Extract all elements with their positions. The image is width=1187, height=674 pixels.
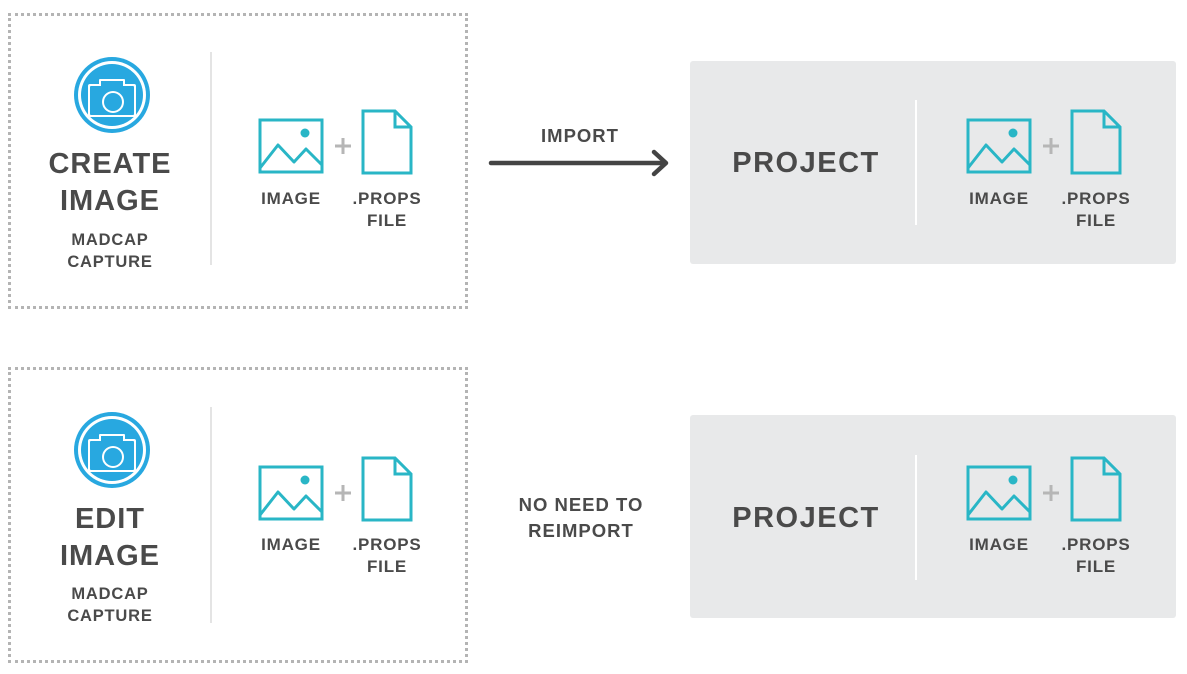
plus-icon xyxy=(1043,485,1059,501)
props-label-line2: FILE xyxy=(366,211,408,230)
image-label: IMAGE xyxy=(261,535,321,554)
image-file-icon xyxy=(258,118,324,174)
app-name-line2: CAPTURE xyxy=(67,253,153,271)
project-panel xyxy=(690,415,1176,618)
props-file-label: .PROPS FILE xyxy=(342,534,432,578)
project-divider xyxy=(915,100,917,225)
connector-line1: IMPORT xyxy=(541,125,619,146)
props-file-icon xyxy=(361,109,413,175)
import-label: IMPORT xyxy=(500,123,660,149)
props-label-line1: .PROPS xyxy=(1061,535,1131,554)
props-file-label: .PROPS FILE xyxy=(1051,188,1141,232)
app-name-line2: CAPTURE xyxy=(67,607,153,625)
props-file-icon xyxy=(1070,456,1122,522)
image-file-icon xyxy=(966,465,1032,521)
capture-action-line1: EDIT xyxy=(74,503,146,535)
capture-action-line1: CREATE xyxy=(48,148,172,180)
camera-icon xyxy=(74,57,150,133)
image-file-icon xyxy=(966,118,1032,174)
project-panel xyxy=(690,61,1176,264)
props-file-icon xyxy=(361,456,413,522)
props-label-line2: FILE xyxy=(1075,211,1117,230)
project-title: PROJECT xyxy=(732,147,880,179)
app-name-line1: MADCAP xyxy=(71,231,149,249)
capture-panel-edit xyxy=(8,367,468,663)
props-label-line2: FILE xyxy=(366,557,408,576)
capture-action-line2: IMAGE xyxy=(59,185,161,217)
image-label: IMAGE xyxy=(969,535,1029,554)
props-label-line1: .PROPS xyxy=(352,189,422,208)
props-label-line1: .PROPS xyxy=(1061,189,1131,208)
connector-line2: REIMPORT xyxy=(528,520,634,541)
capture-action-title: EDIT IMAGE xyxy=(30,501,190,575)
arrow-right-icon xyxy=(488,149,669,177)
project-title: PROJECT xyxy=(732,502,880,534)
image-label: IMAGE xyxy=(969,189,1029,208)
camera-icon xyxy=(74,412,150,488)
no-reimport-label: NO NEED TO REIMPORT xyxy=(491,492,671,544)
capture-divider xyxy=(210,52,212,265)
plus-icon xyxy=(1043,138,1059,154)
props-label-line2: FILE xyxy=(1075,557,1117,576)
capture-app-name: MADCAP CAPTURE xyxy=(30,583,190,627)
capture-action-title: CREATE IMAGE xyxy=(30,146,190,220)
app-name-line1: MADCAP xyxy=(71,585,149,603)
capture-divider xyxy=(210,407,212,623)
props-file-label: .PROPS FILE xyxy=(1051,534,1141,578)
props-label-line1: .PROPS xyxy=(352,535,422,554)
plus-icon xyxy=(335,138,351,154)
project-divider xyxy=(915,455,917,580)
capture-panel-create xyxy=(8,13,468,309)
capture-app-name: MADCAP CAPTURE xyxy=(30,229,190,273)
image-label: IMAGE xyxy=(261,189,321,208)
capture-action-line2: IMAGE xyxy=(59,540,161,572)
connector-line1: NO NEED TO xyxy=(518,494,644,515)
image-file-icon xyxy=(258,465,324,521)
props-file-icon xyxy=(1070,109,1122,175)
props-file-label: .PROPS FILE xyxy=(342,188,432,232)
plus-icon xyxy=(335,485,351,501)
